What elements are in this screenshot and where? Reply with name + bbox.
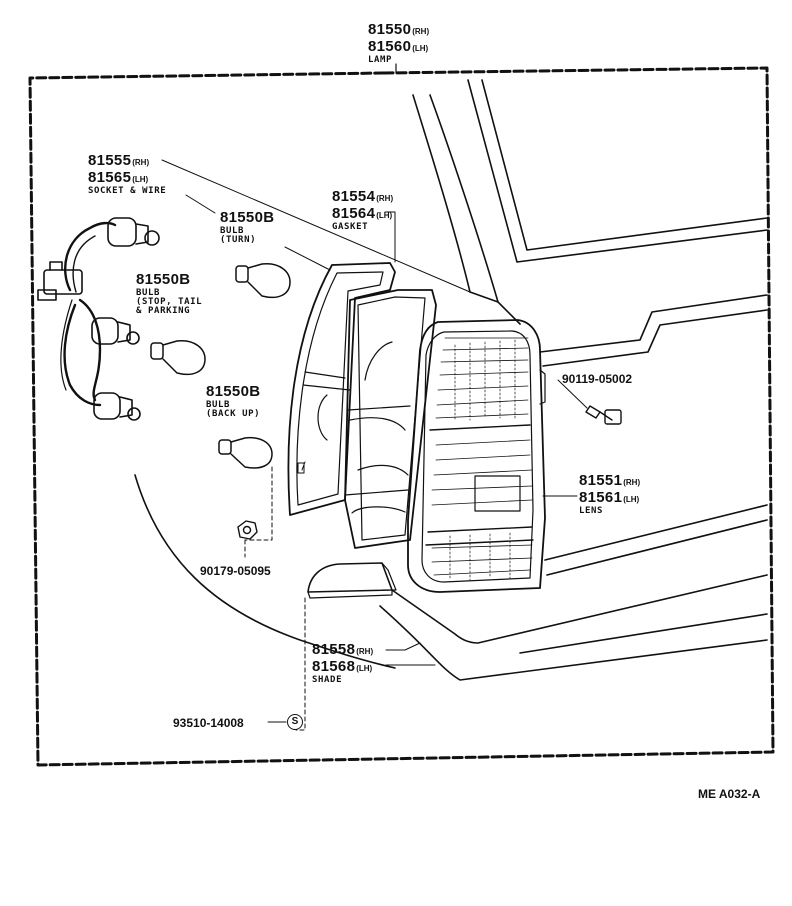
- lamp-label: 81550(RH) 81560(LH) LAMP: [368, 22, 429, 65]
- nut-drawing: [237, 520, 258, 540]
- lamp-rh-suffix: (RH): [412, 27, 430, 36]
- lens-label: 81551(RH) 81561(LH) LENS: [579, 473, 640, 516]
- clip-symbol-icon: S: [287, 714, 303, 730]
- screw-part-number: 90119-05002: [562, 372, 633, 386]
- gasket-lh-suffix: (LH): [376, 211, 393, 220]
- lamp-lh-suffix: (LH): [412, 44, 429, 53]
- shade-rh-suffix: (RH): [356, 647, 374, 656]
- bulb-turn-drawing: [235, 263, 291, 299]
- lens-part-number-lh: 81561: [579, 489, 623, 506]
- lamp-housing: [302, 289, 437, 549]
- bulb-stop-part-number: 81550B: [136, 271, 191, 288]
- socket-description: SOCKET & WIRE: [88, 186, 167, 196]
- shade-drawing: [307, 562, 397, 599]
- socket-part-number-rh: 81555: [88, 152, 132, 169]
- lens-drawing: [407, 319, 546, 593]
- bulb-stop-label: 81550B BULB (STOP, TAIL & PARKING: [136, 272, 202, 316]
- vehicle-body: [134, 79, 768, 681]
- shade-label: 81558(RH) 81568(LH) SHADE: [312, 642, 373, 685]
- lens-description: LENS: [579, 506, 604, 516]
- shade-description: SHADE: [312, 675, 343, 685]
- bulb-backup-desc-2: (BACK UP): [206, 409, 261, 419]
- gasket-description: GASKET: [332, 222, 369, 232]
- bulb-turn-label: 81550B BULB (TURN): [220, 210, 274, 245]
- gasket-rh-suffix: (RH): [376, 194, 394, 203]
- bulb-backup-part-number: 81550B: [206, 383, 261, 400]
- bulb-backup-drawing: [218, 436, 273, 469]
- screw-drawing: [585, 405, 622, 425]
- shade-part-number-lh: 81568: [312, 658, 356, 675]
- lamp-part-number-lh: 81560: [368, 38, 412, 55]
- shade-lh-suffix: (LH): [356, 664, 373, 673]
- gasket-part-number-lh: 81564: [332, 205, 376, 222]
- gasket-drawing: [287, 262, 396, 516]
- lens-rh-suffix: (RH): [623, 478, 641, 487]
- bulb-turn-desc-1: BULB: [220, 226, 245, 236]
- lens-lh-suffix: (LH): [623, 495, 640, 504]
- bulb-turn-desc-2: (TURN): [220, 235, 257, 245]
- lamp-description: LAMP: [368, 55, 393, 65]
- leader-lines: [161, 159, 588, 731]
- bulb-stop-desc-2: (STOP, TAIL: [136, 297, 203, 307]
- socket-and-wire-drawing: [37, 217, 160, 421]
- bulb-stop-desc-1: BULB: [136, 288, 161, 298]
- gasket-label: 81554(RH) 81564(LH) GASKET: [332, 189, 393, 232]
- bulb-turn-part-number: 81550B: [220, 209, 275, 226]
- lamp-assembly-frame: [28, 66, 775, 767]
- bulb-stop-desc-3: & PARKING: [136, 306, 191, 316]
- socket-lh-suffix: (LH): [132, 175, 149, 184]
- bulb-backup-desc-1: BULB: [206, 400, 231, 410]
- lens-part-number-rh: 81551: [579, 472, 623, 489]
- bulb-backup-label: 81550B BULB (BACK UP): [206, 384, 260, 419]
- shade-part-number-rh: 81558: [312, 641, 356, 658]
- socket-rh-suffix: (RH): [132, 158, 150, 167]
- gasket-part-number-rh: 81554: [332, 188, 376, 205]
- clip-label: 93510-14008: [173, 715, 244, 731]
- socket-label: 81555(RH) 81565(LH) SOCKET & WIRE: [88, 153, 166, 196]
- nut-part-number: 90179-05095: [200, 564, 271, 578]
- lamp-part-number-rh: 81550: [368, 21, 412, 38]
- socket-part-number-lh: 81565: [88, 169, 132, 186]
- clip-part-number: 93510-14008: [173, 716, 244, 730]
- bulb-stop-tail-drawing: [150, 340, 206, 376]
- diagram-reference: ME A032-A: [698, 787, 761, 801]
